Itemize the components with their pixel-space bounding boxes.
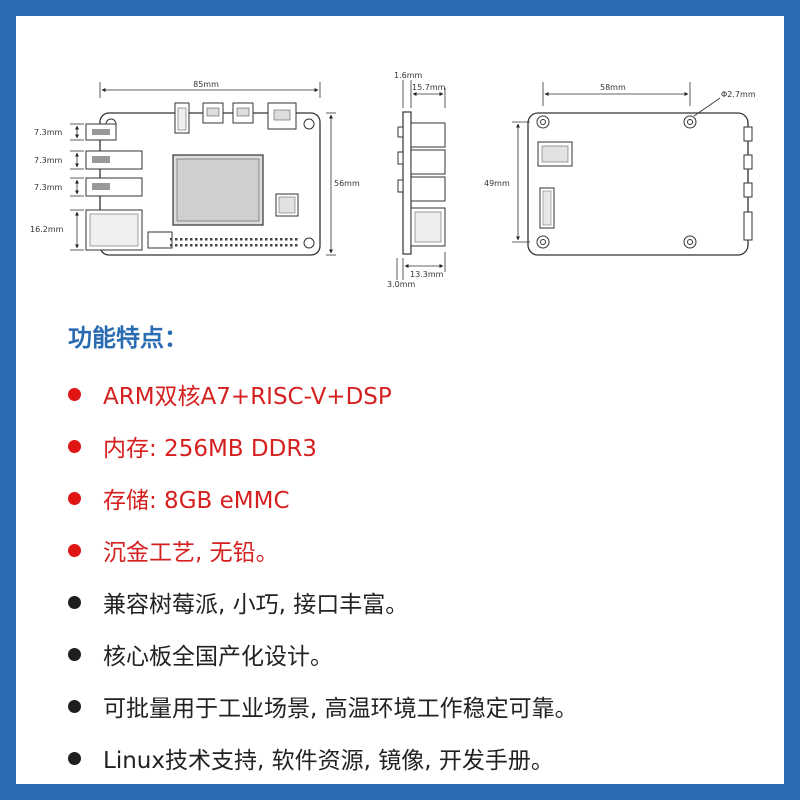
- feature-item: ARM双核A7+RISC-V+DSP: [68, 368, 578, 420]
- feature-text: 可批量用于工业场景, 高温环境工作稳定可靠。: [103, 696, 578, 722]
- bullet-dot-icon: [68, 595, 81, 609]
- dim-height-49: 49mm: [484, 179, 510, 188]
- dim-height-56: 56mm: [334, 179, 360, 188]
- feature-item: 兼容树莓派, 小巧, 接口丰富。: [68, 576, 578, 628]
- feature-text: 内存: 256MB DDR3: [103, 436, 317, 462]
- feature-text: 存储: 8GB eMMC: [103, 488, 290, 514]
- feature-item: 核心板全国产化设计。: [68, 628, 578, 680]
- bullet-dot-icon: [68, 439, 81, 453]
- feature-item: 可批量用于工业场景, 高温环境工作稳定可靠。: [68, 680, 578, 732]
- dim-port-1: 7.3mm: [34, 128, 63, 137]
- dim-hole: Φ2.7mm: [721, 90, 756, 99]
- dim-ethernet: 16.2mm: [30, 225, 64, 234]
- core-board-dim-lines: [512, 82, 721, 243]
- dim-port-2: 7.3mm: [34, 156, 63, 165]
- bullet-dot-icon: [68, 387, 81, 401]
- top-view-dim-lines: [70, 82, 336, 256]
- feature-text: Linux技术支持, 软件资源, 镜像, 开发手册。: [103, 748, 554, 774]
- feature-text: 核心板全国产化设计。: [103, 644, 333, 670]
- bullet-dot-icon: [68, 751, 81, 765]
- bullet-dot-icon: [68, 491, 81, 505]
- dim-side-top: 1.6mm: [394, 71, 423, 80]
- dim-side-width: 15.7mm: [412, 83, 446, 92]
- feature-text: ARM双核A7+RISC-V+DSP: [103, 384, 392, 410]
- features-title: 功能特点：: [68, 324, 188, 352]
- feature-item: 沉金工艺, 无铅。: [68, 524, 578, 576]
- side-view-board: [397, 111, 446, 255]
- bullet-dot-icon: [68, 543, 81, 557]
- side-view-dim-lines: [396, 80, 446, 280]
- dim-width-85: 85mm: [193, 80, 219, 89]
- bullet-dot-icon: [68, 647, 81, 661]
- feature-list: ARM双核A7+RISC-V+DSP 内存: 256MB DDR3 存储: 8G…: [68, 368, 578, 784]
- feature-text: 兼容树莓派, 小巧, 接口丰富。: [103, 592, 409, 618]
- dim-side-bottom: 13.3mm: [410, 270, 444, 279]
- feature-text: 沉金工艺, 无铅。: [103, 540, 279, 566]
- dim-port-3: 7.3mm: [34, 183, 63, 192]
- top-view-board: [85, 102, 321, 256]
- dim-side-thickness: 3.0mm: [387, 280, 416, 289]
- dim-width-58: 58mm: [600, 83, 626, 92]
- bullet-dot-icon: [68, 699, 81, 713]
- feature-item: Linux技术支持, 软件资源, 镜像, 开发手册。: [68, 732, 578, 784]
- feature-item: 内存: 256MB DDR3: [68, 420, 578, 472]
- core-board: [527, 112, 753, 256]
- feature-item: 存储: 8GB eMMC: [68, 472, 578, 524]
